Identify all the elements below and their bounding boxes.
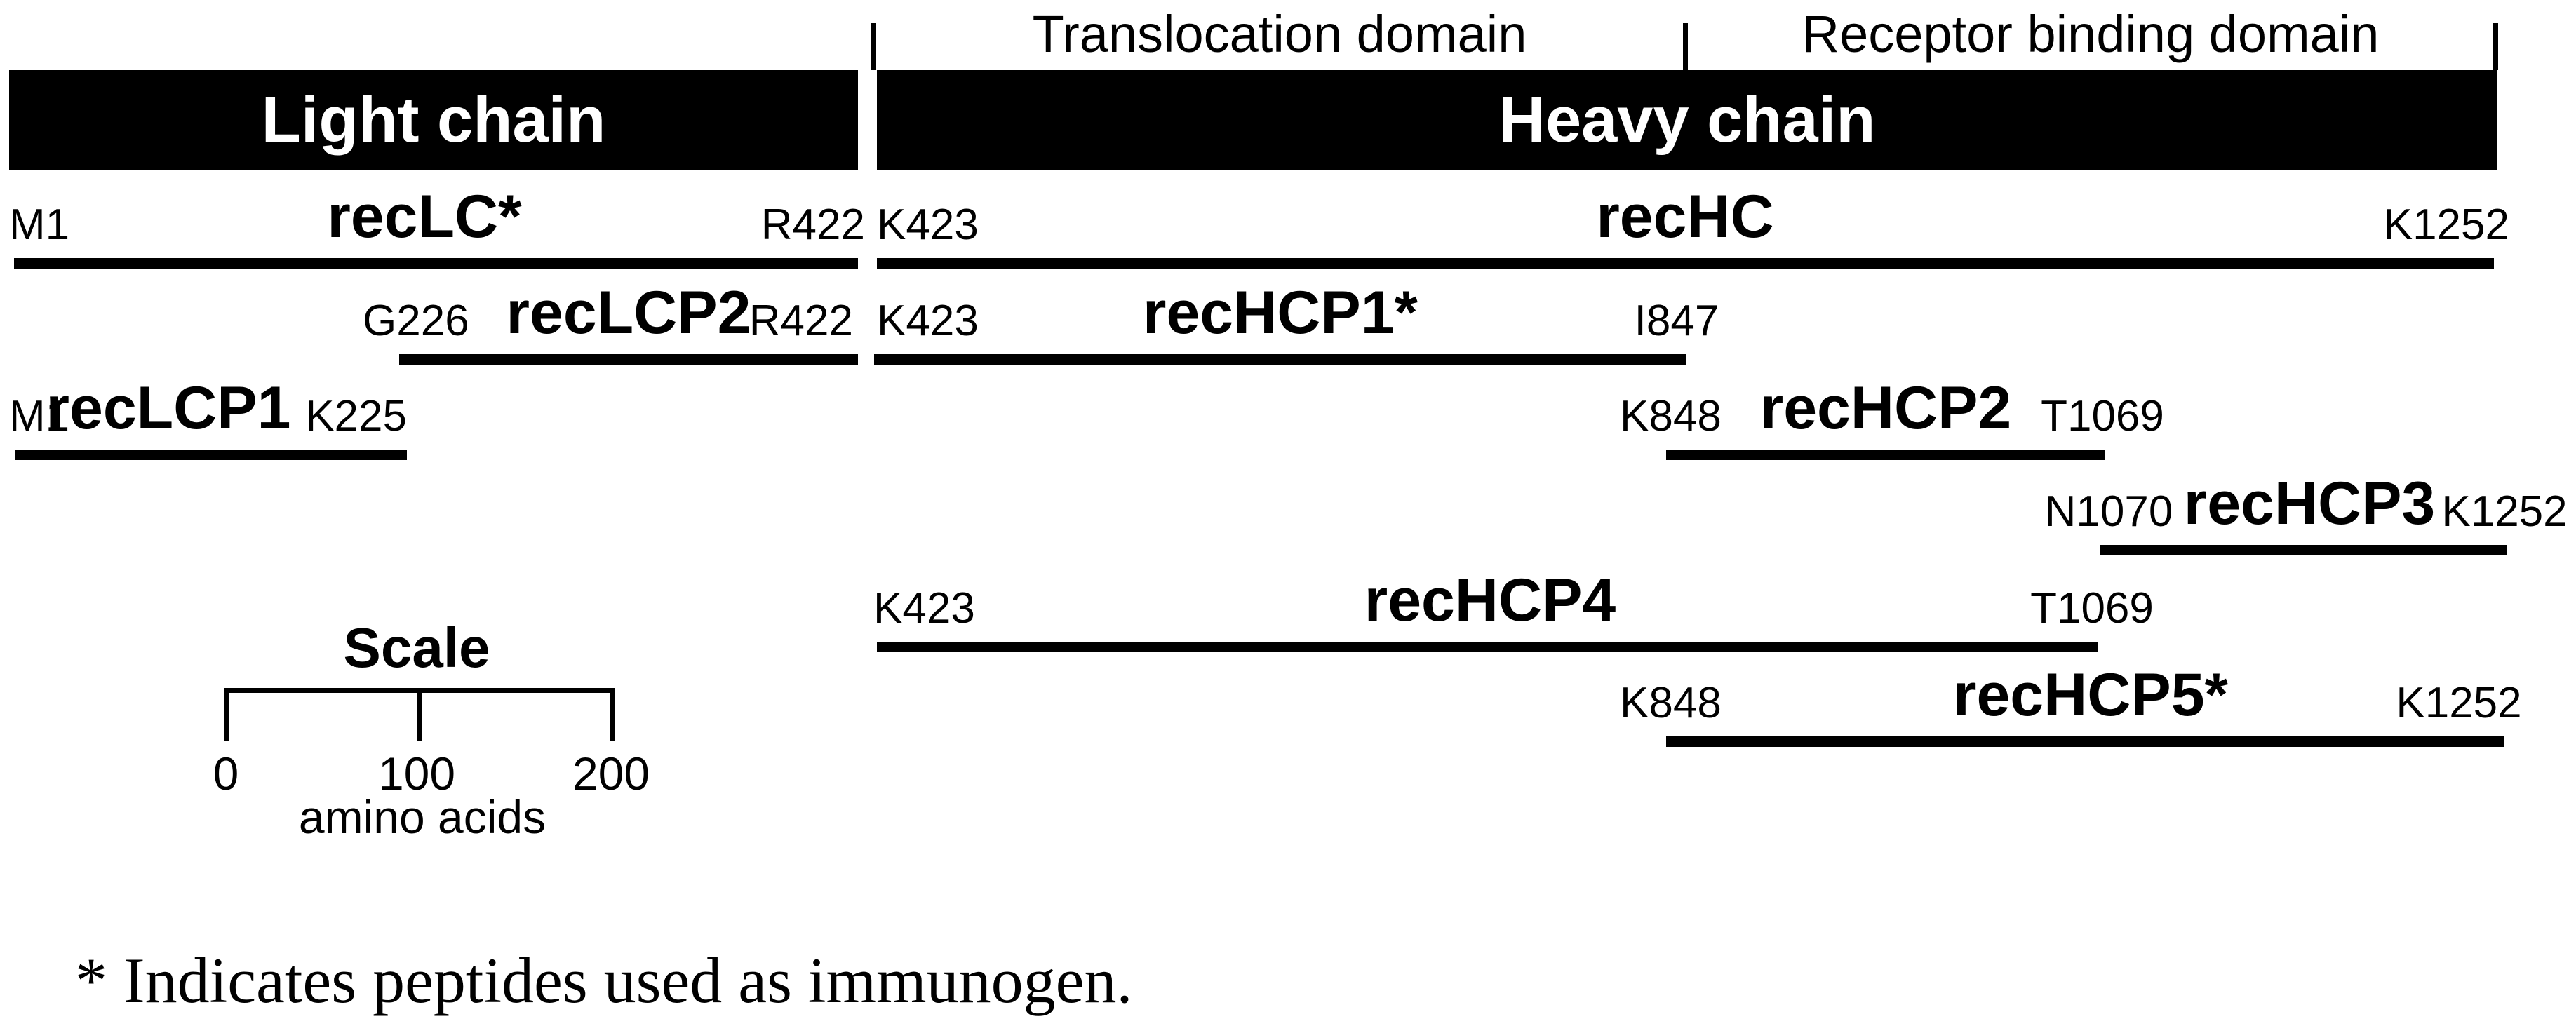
residue-label-rechcp1-i847: I847 [1634,297,1719,345]
domain-bracket-tick-0 [871,23,876,70]
residue-label-rechcp2-t1069: T1069 [2041,392,2164,440]
domain-bracket-tick-1 [1683,23,1688,70]
residue-label-rechcp2-k848: K848 [1620,392,1722,440]
segment-line-rechcp3 [2100,545,2507,555]
scale-unit-label: amino acids [298,791,546,843]
segment-name-rechcp5: recHCP5* [1953,661,2228,729]
segment-line-reclc [14,258,858,269]
domain-label-translocation-domain: Translocation domain [1032,5,1527,63]
residue-label-rechcp4-k423: K423 [873,584,975,633]
residue-label-rechcp5-k848: K848 [1620,679,1722,727]
scale-tick-100 [417,688,422,741]
residue-label-reclcp1-m1: M1 [9,392,70,440]
segment-line-rechcp4 [877,642,2098,652]
scale-tick-200 [610,688,615,741]
segment-name-rechc: recHC [1596,183,1774,250]
segment-name-rechcp3: recHCP3 [2183,470,2436,537]
segment-name-reclcp1: recLCP1 [46,374,291,442]
chain-bar-label-light-chain: Light chain [261,83,606,156]
domain-label-receptor-binding-domain: Receptor binding domain [1802,5,2380,63]
residue-label-rechcp1-k423: K423 [877,297,979,345]
residue-label-rechcp3-n1070: N1070 [2044,487,2173,536]
segment-name-rechcp2: recHCP2 [1759,374,2012,442]
immunogen-footnote: * Indicates peptides used as immunogen. [75,945,1133,1016]
domain-bracket-tick-2 [2493,23,2498,70]
chain-bar-light-chain: Light chain [9,70,858,170]
segment-line-rechcp2 [1666,450,2105,460]
residue-label-rechcp4-t1069: T1069 [2030,584,2154,633]
residue-label-rechc-k1252: K1252 [2383,201,2509,249]
segment-line-rechc [877,258,2494,269]
residue-label-reclc-m1: M1 [9,201,70,249]
residue-label-reclcp1-k225: K225 [305,392,407,440]
chain-bar-heavy-chain: Heavy chain [877,70,2497,170]
scale-tick-0 [224,688,229,741]
segment-line-rechcp5 [1666,736,2504,747]
residue-label-reclc-r422: R422 [760,201,865,249]
segment-name-reclcp2: recLCP2 [506,279,751,346]
residue-label-rechcp5-k1252: K1252 [2396,679,2522,727]
segment-line-reclcp1 [15,450,407,460]
scale-number-0: 0 [213,748,239,799]
segment-line-rechcp1 [874,354,1686,365]
scale-number-200: 200 [572,748,650,799]
residue-label-rechc-k423: K423 [877,201,979,249]
segment-name-rechcp1: recHCP1* [1143,279,1418,346]
residue-label-reclcp2-r422: R422 [749,297,853,345]
segment-name-reclc: recLC* [327,183,522,250]
scale-title: Scale [343,616,490,679]
residue-label-reclcp2-g226: G226 [363,297,469,345]
scale-number-100: 100 [377,748,456,799]
segment-name-rechcp4: recHCP4 [1364,567,1616,634]
segment-line-reclcp2 [399,354,858,365]
residue-label-rechcp3-k1252: K1252 [2441,487,2568,536]
chain-bar-label-heavy-chain: Heavy chain [1498,83,1876,156]
